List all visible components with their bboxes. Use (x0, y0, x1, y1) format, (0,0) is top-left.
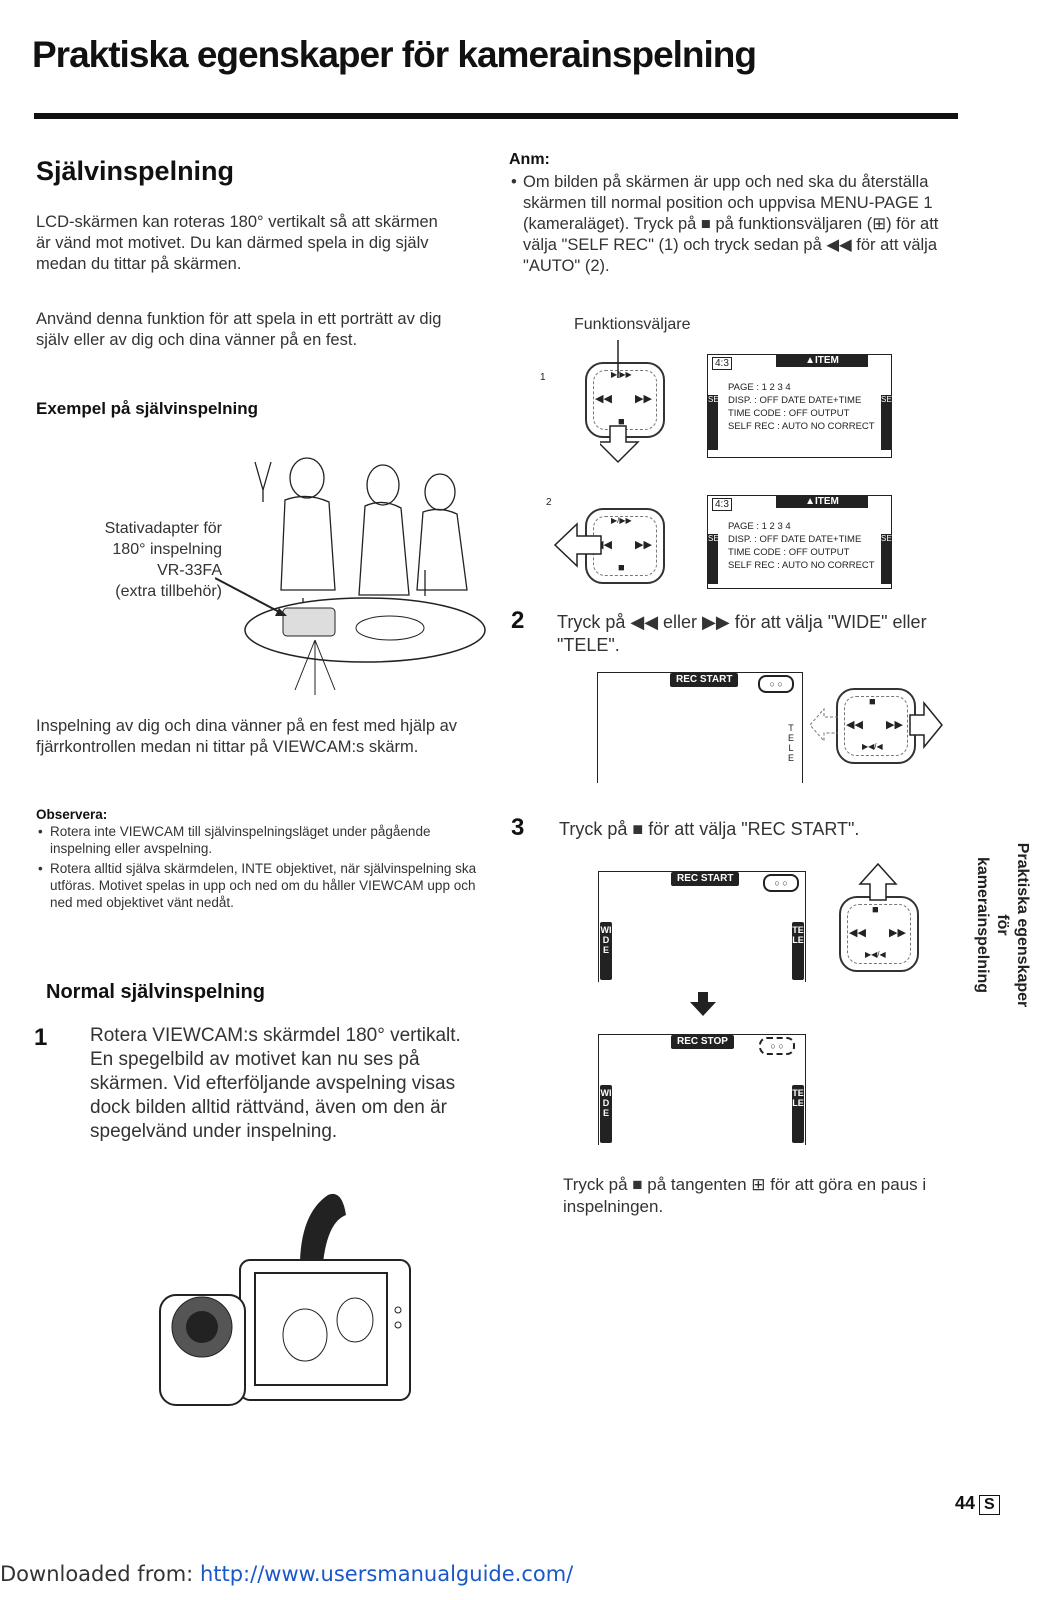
page-title: Praktiska egenskaper för kamerainspelnin… (32, 34, 757, 75)
item-bar: ▲ITEM (776, 354, 868, 367)
play-pause-icon: ▶/▶▶ (611, 370, 632, 379)
rewind-icon: ◀◀ (849, 927, 866, 939)
menu-row: DISP. : OFF DATE DATE+TIME (728, 534, 862, 545)
page-number-value: 44 (955, 1493, 976, 1513)
aspect-icon: 4:3 (712, 357, 732, 370)
menu-row: SELF REC : AUTO NO CORRECT (728, 421, 875, 432)
funktionsvaljare-label: Funktionsväljare (574, 316, 691, 333)
step2-text: Tryck på ◀◀ eller ▶▶ för att välja "WIDE… (557, 612, 927, 655)
note-text: Om bilden på skärmen är upp och ned ska … (509, 172, 973, 277)
footer: Downloaded from: http://www.usersmanualg… (0, 1562, 573, 1586)
step-number: 2 (511, 607, 525, 634)
side-title-line: kamerainspelning (974, 856, 991, 994)
label-line: (extra tillbehör) (115, 583, 222, 600)
example-heading: Exempel på självinspelning (36, 399, 259, 418)
section-heading: Självinspelning (36, 156, 235, 186)
stop-icon: ■ (872, 904, 879, 916)
fast-forward-icon: ▶▶ (635, 539, 652, 551)
tape-icon: ○ ○ (758, 675, 794, 693)
usage-paragraph: Använd denna funktion för att spela in e… (36, 310, 442, 349)
play-pause-icon: ▶◀/◀ (862, 742, 883, 751)
menu-row: PAGE : 1 2 3 4 (728, 382, 791, 393)
step-number: 3 (511, 814, 525, 841)
screen-rec-start: REC START ○ ○ WIDE TELE (598, 871, 806, 982)
set-tab-right: SET (881, 534, 897, 584)
label-line: VR-33FA (157, 562, 222, 579)
label-line: 180° inspelning (112, 541, 222, 558)
observe-heading: Observera: (36, 807, 108, 822)
stop-icon: ■ (618, 562, 625, 574)
menu-row: DISP. : OFF DATE DATE+TIME (728, 395, 862, 406)
intro-paragraph: LCD-skärmen kan roteras 180° vertikalt s… (36, 213, 438, 273)
stop-icon: ■ (869, 696, 876, 708)
function-selector: ■ ◀◀ ▶▶ ▶◀/◀ (836, 688, 916, 764)
page-letter-box: S (979, 1495, 1000, 1515)
label-line: Stativadapter för (104, 520, 222, 537)
selector-inner (844, 696, 908, 756)
set-tab-left: SET (708, 534, 724, 584)
wide-tab: WIDE (600, 922, 612, 980)
set-tab-left: SET (708, 395, 724, 450)
menu-screen-2: 4:3 ▲ITEM PAGE : 1 2 3 4 DISP. : OFF DAT… (707, 495, 897, 589)
function-selector: ■ ◀◀ ▶▶ ▶◀/◀ (839, 896, 919, 972)
fast-forward-icon: ▶▶ (886, 719, 903, 731)
footer-link[interactable]: http://www.usersmanualguide.com/ (199, 1562, 574, 1586)
illustration-caption: Inspelning av dig och dina vänner på en … (36, 717, 458, 756)
down-arrow-icon (690, 992, 716, 1016)
rec-start-bar: REC START (671, 872, 740, 886)
rewind-icon: ◀◀ (595, 393, 612, 405)
fast-forward-icon: ▶▶ (635, 393, 652, 405)
illustration-label: Stativadapter för 180° inspelning VR-33F… (72, 518, 222, 602)
stop-icon: ■ (618, 416, 625, 428)
pause-text: Tryck på ■ på tangenten ⊞ för att göra e… (563, 1175, 927, 1216)
party-illustration (215, 457, 486, 695)
menu-row: TIME CODE : OFF OUTPUT (728, 408, 850, 419)
aspect-icon: 4:3 (712, 498, 732, 511)
viewcam-illustration (159, 1193, 411, 1406)
figure-label: 2 (546, 497, 552, 508)
normal-heading: Normal självinspelning (46, 981, 265, 1003)
figure-label: 1 (540, 372, 546, 383)
wide-tab: WIDE (600, 1085, 612, 1143)
menu-rows: PAGE : 1 2 3 4 DISP. : OFF DATE DATE+TIM… (728, 520, 875, 572)
menu-row: SELF REC : AUTO NO CORRECT (728, 560, 875, 571)
step-number: 1 (34, 1024, 48, 1051)
up-arrow-icon (858, 862, 898, 901)
tele-tab: TELE (792, 922, 804, 980)
set-tab-right: SET (881, 395, 897, 450)
rewind-icon: ◀◀ (846, 719, 863, 731)
screen-rec-stop: REC STOP ○ ○ WIDE TELE (598, 1034, 806, 1145)
selector-arrows (600, 340, 640, 464)
side-title-line: Praktiska egenskaper för (994, 842, 1031, 1008)
observe-item: Rotera alltid själva skärmdelen, INTE ob… (36, 860, 486, 911)
observe-list: Rotera inte VIEWCAM till självinspelning… (36, 823, 486, 911)
play-pause-icon: ▶/▶▶ (611, 516, 632, 525)
menu-screen-1: 4:3 ▲ITEM PAGE : 1 2 3 4 DISP. : OFF DAT… (707, 354, 897, 458)
tape-icon: ○ ○ (759, 1037, 795, 1055)
item-bar: ▲ITEM (776, 495, 868, 508)
left-right-arrows-icon (809, 700, 943, 750)
selector-inner (847, 904, 911, 964)
note-heading: Anm: (509, 151, 550, 168)
observe-item: Rotera inte VIEWCAM till självinspelning… (36, 823, 486, 857)
menu-row: PAGE : 1 2 3 4 (728, 521, 791, 532)
left-arrow-icon (553, 522, 602, 568)
fast-forward-icon: ▶▶ (889, 927, 906, 939)
menu-row: TIME CODE : OFF OUTPUT (728, 547, 850, 558)
side-title: Praktiska egenskaper för kamerainspelnin… (974, 830, 1032, 1020)
tele-tab: TELE (792, 1085, 804, 1143)
step3-text: Tryck på ■ för att välja "REC START". (559, 819, 860, 839)
tape-icon: ○ ○ (763, 874, 799, 892)
menu-rows: PAGE : 1 2 3 4 DISP. : OFF DATE DATE+TIM… (728, 381, 875, 433)
play-pause-icon: ▶◀/◀ (865, 950, 886, 959)
title-rule (34, 113, 958, 119)
rec-stop-bar: REC STOP (671, 1035, 734, 1049)
step1-text: Rotera VIEWCAM:s skärmdel 180° vertikalt… (90, 1025, 461, 1142)
footer-prefix: Downloaded from: (0, 1562, 200, 1586)
rec-start-bar: REC START (670, 673, 739, 687)
